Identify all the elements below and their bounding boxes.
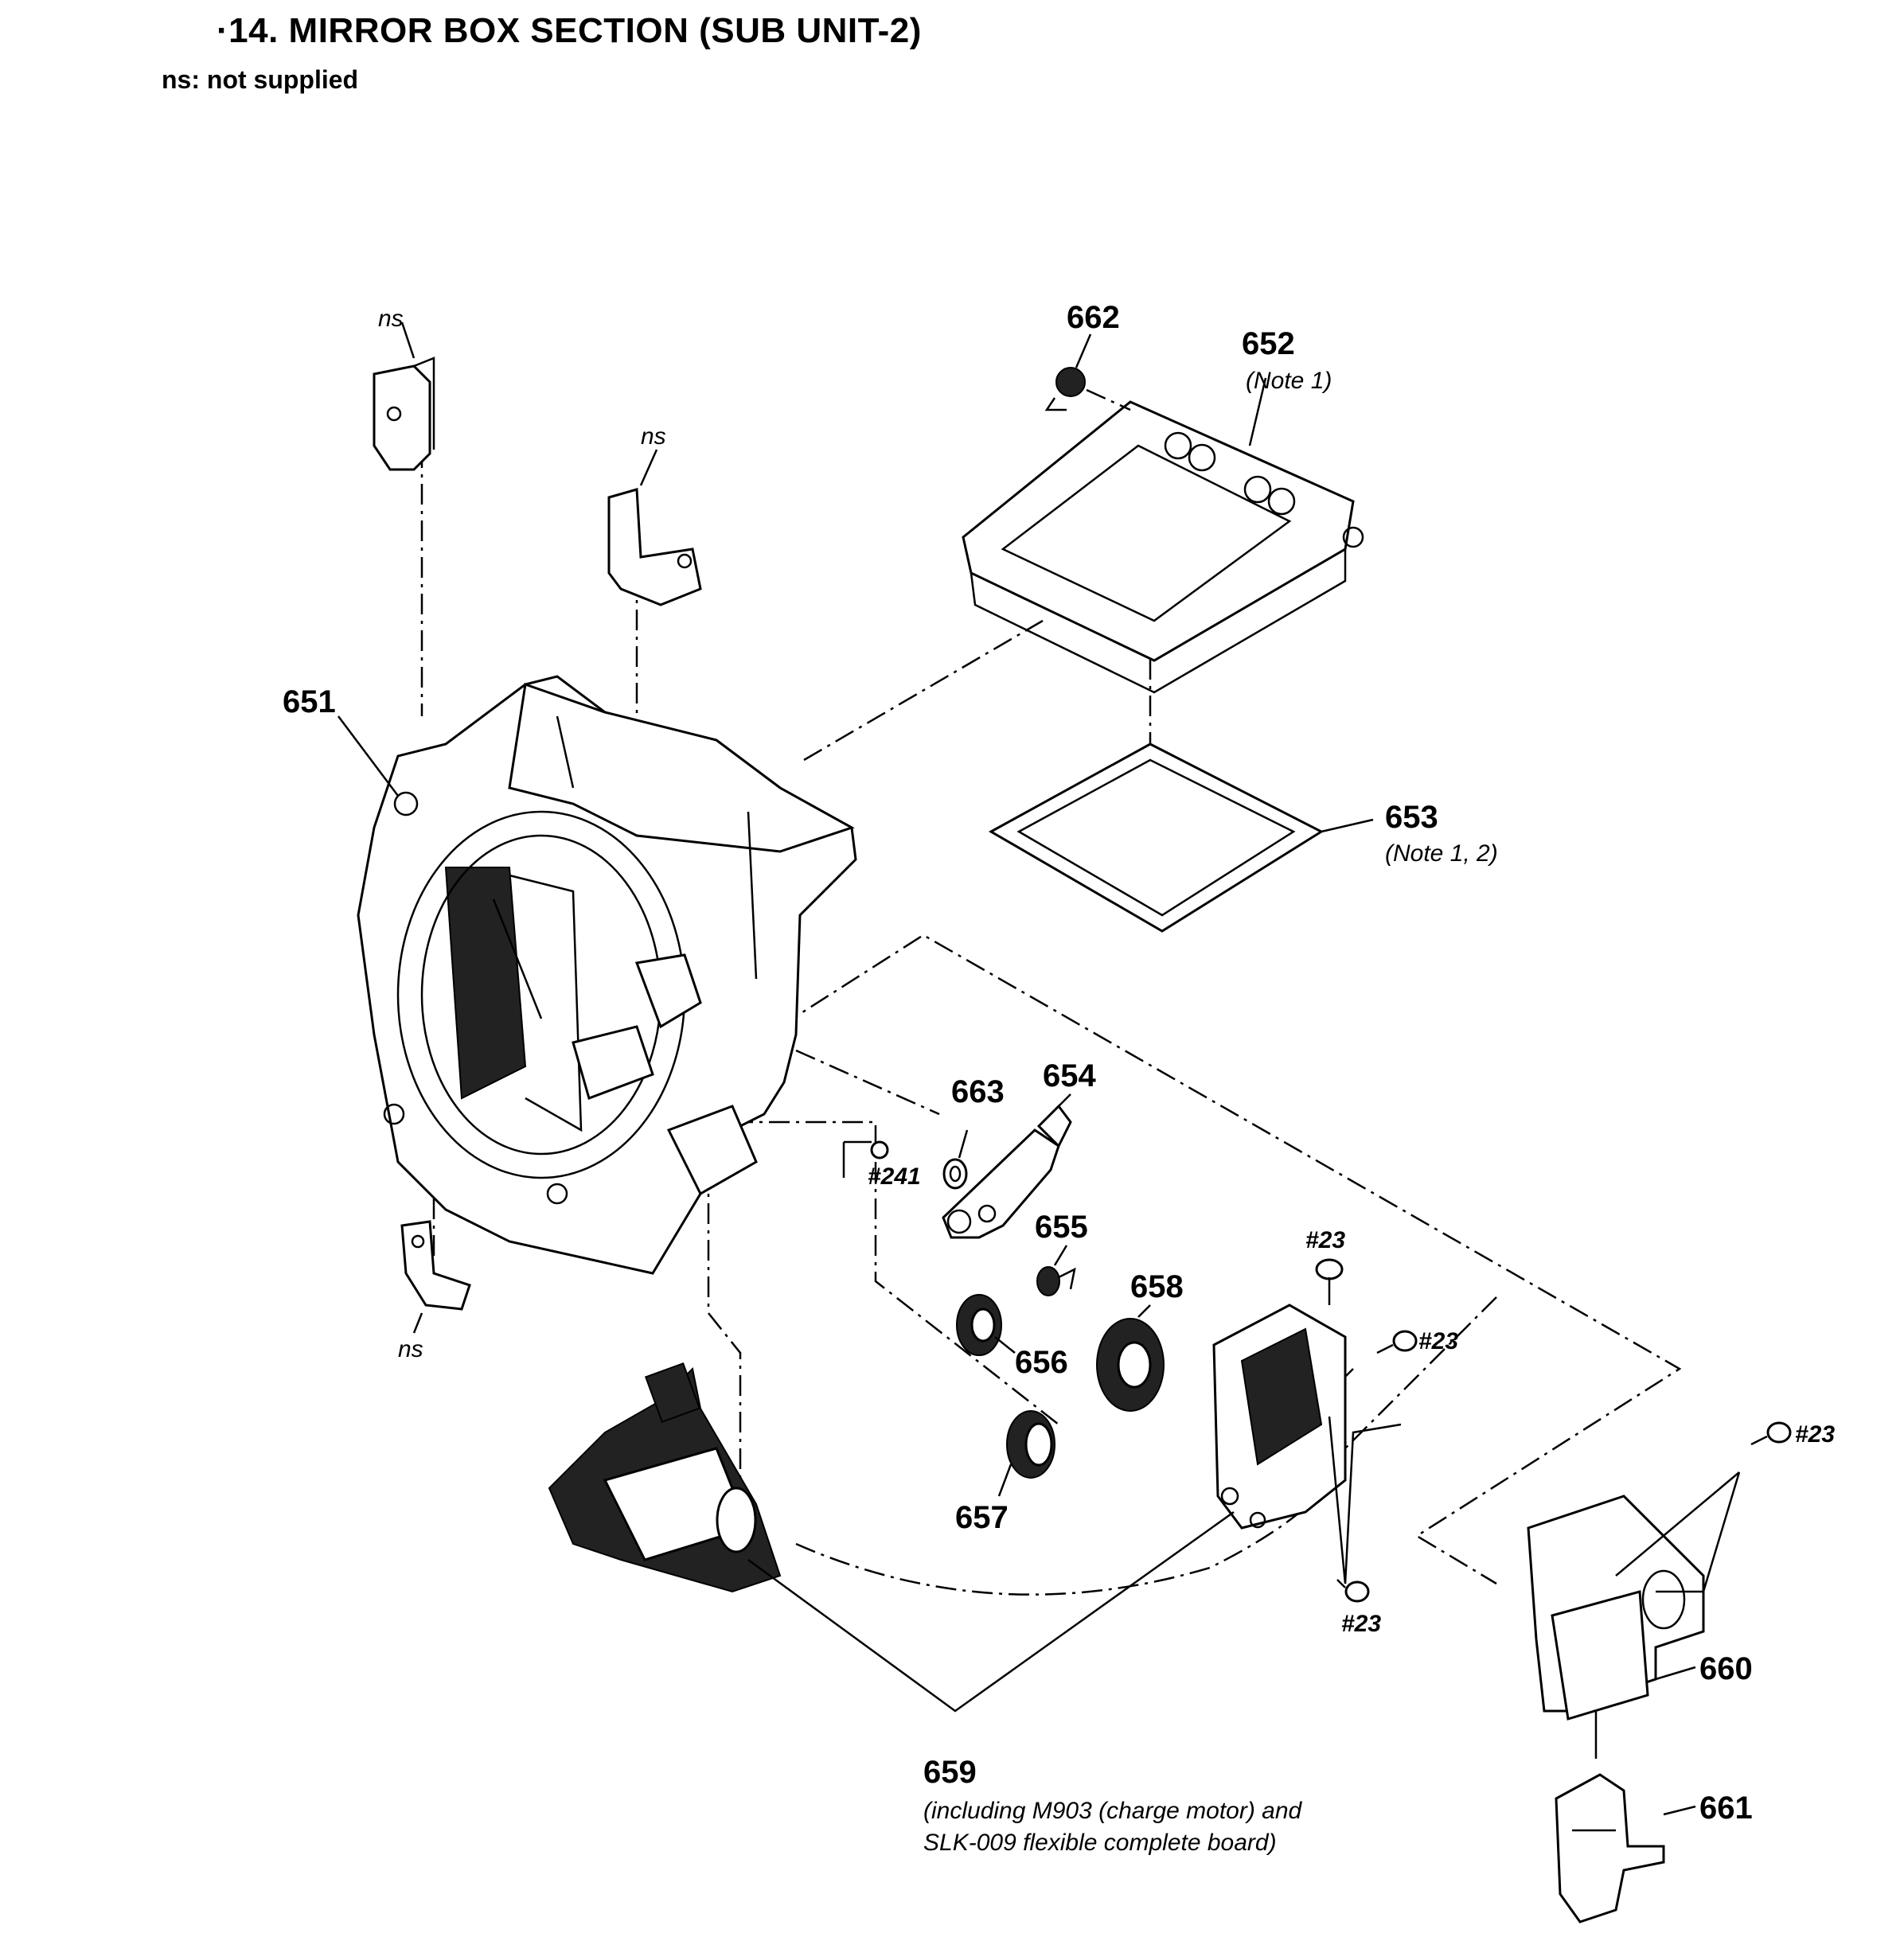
gear-657 [997, 1410, 1055, 1497]
screw-23-top [1315, 1258, 1344, 1305]
spring-662 [1044, 333, 1131, 411]
focusing-screen-653 [988, 742, 1374, 933]
label-652: 652 [1242, 326, 1295, 361]
note-659-line2: SLK-009 flexible complete board) [923, 1830, 1277, 1856]
label-662: 662 [1067, 300, 1120, 335]
screw-23-lower [1328, 1416, 1402, 1603]
gear-658 [1096, 1304, 1165, 1412]
guide-line-654 [795, 1049, 940, 1116]
ns-label-bottom: ns [398, 1336, 423, 1362]
page-title: ·14. MIRROR BOX SECTION (SUB UNIT-2) [217, 11, 922, 50]
cover-661 [1555, 1773, 1696, 1923]
screw-label-23-lower: #23 [1341, 1611, 1381, 1637]
mirror-box-body-651 [357, 675, 857, 1275]
charge-unit-659 [1212, 1304, 1347, 1530]
lever-654 [942, 1093, 1072, 1239]
screw-label-241: #241 [868, 1163, 921, 1190]
label-659: 659 [923, 1755, 977, 1790]
label-655: 655 [1035, 1210, 1088, 1245]
ns-bracket-bottom [400, 1220, 471, 1334]
part-number-labels: 651 652 (Note 1) 653 (Note 1, 2) 654 655… [283, 300, 1753, 1856]
bracket-660 [1527, 1471, 1741, 1721]
label-651: 651 [283, 684, 336, 719]
screw-label-23-top: #23 [1305, 1227, 1345, 1253]
guide-line-motor [707, 1130, 742, 1496]
ns-bracket-top-center [607, 449, 702, 606]
guide-line-bracket [1313, 1296, 1497, 1481]
label-656: 656 [1015, 1345, 1068, 1380]
label-661: 661 [1699, 1791, 1753, 1826]
note-653: (Note 1, 2) [1385, 840, 1498, 867]
washer-663 [942, 1129, 969, 1190]
guide-line-frame [779, 933, 1682, 1585]
note-652: (Note 1) [1246, 368, 1332, 394]
screw-label-23-right: #23 [1418, 1328, 1458, 1354]
label-658: 658 [1130, 1269, 1184, 1304]
charge-motor [548, 1362, 782, 1593]
label-660: 660 [1699, 1651, 1753, 1686]
note-659-line1: (including M903 (charge motor) and [923, 1798, 1303, 1824]
number-leaders [337, 377, 1267, 797]
guide-line-arc [795, 1432, 1347, 1596]
screw-23-right [1344, 1330, 1418, 1378]
ns-label-top-left: ns [378, 306, 404, 332]
screw-labels: #241 #23 #23 #23 #23 [868, 1163, 1835, 1637]
spring-655 [1036, 1245, 1076, 1296]
guide-line-gears [732, 1120, 1059, 1425]
guide-line-652 [803, 619, 1044, 762]
label-663: 663 [951, 1074, 1005, 1109]
screw-241 [842, 1140, 889, 1178]
label-653: 653 [1385, 800, 1438, 835]
ns-labels: ns ns ns [378, 306, 666, 1362]
not-supplied-legend: ns: not supplied [162, 65, 359, 94]
screw-label-23-far-right: #23 [1795, 1421, 1835, 1448]
ns-label-top-center: ns [641, 423, 666, 450]
focusing-frame-652 [962, 400, 1364, 694]
label-654: 654 [1043, 1058, 1096, 1093]
leader-659 [747, 1510, 1235, 1713]
ns-bracket-top-left [373, 322, 435, 471]
label-657: 657 [955, 1500, 1009, 1535]
gear-656 [956, 1294, 1016, 1356]
screw-23-far-right [1750, 1421, 1792, 1446]
